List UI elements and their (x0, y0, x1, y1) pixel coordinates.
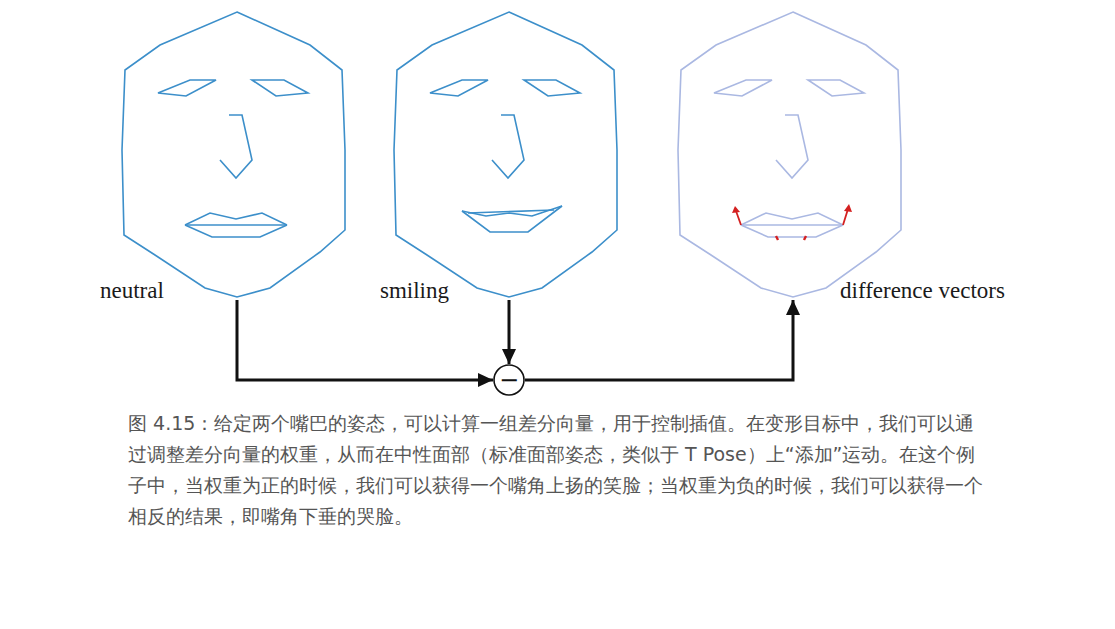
difference-face: difference vectors (676, 8, 1080, 300)
subtract-node: − (493, 364, 525, 396)
face-label: difference vectors (840, 279, 1005, 303)
flow-arrow (237, 300, 493, 380)
smiling-face: smiling (378, 8, 630, 300)
figure-caption: 图 4.15：给定两个嘴巴的姿态，可以计算一组差分向量，用于控制插值。在变形目标… (128, 408, 990, 532)
face-label: neutral (100, 279, 164, 303)
flow-arrow (508, 300, 511, 364)
neutral-face: neutral (98, 8, 350, 300)
face-label: smiling (380, 279, 449, 303)
face-outline (378, 8, 630, 300)
minus-sign: − (493, 364, 525, 396)
flow-arrow (525, 300, 793, 380)
face-outline (98, 8, 350, 300)
face-outline (676, 8, 1080, 300)
